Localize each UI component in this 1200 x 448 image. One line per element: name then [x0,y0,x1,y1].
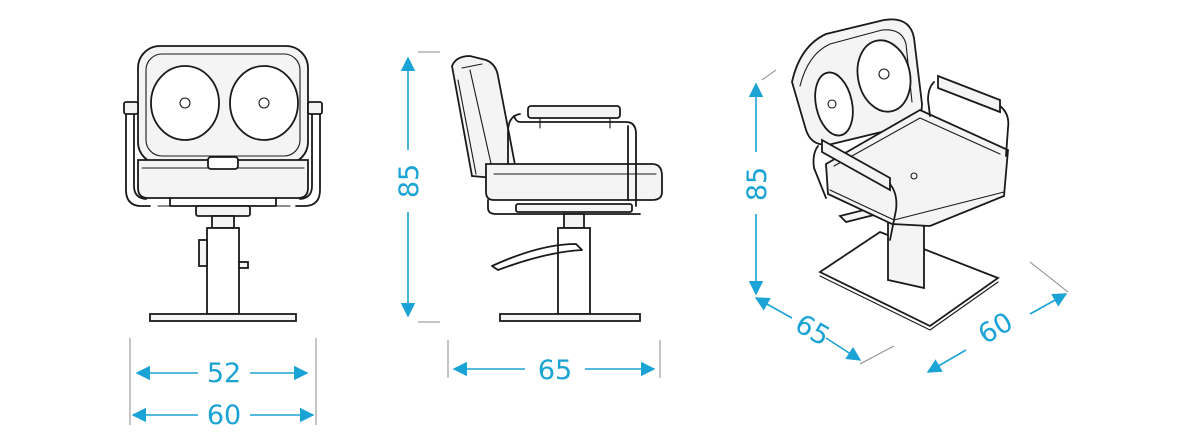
side-base [491,203,641,322]
front-inner-width-label: 52 [207,358,241,389]
front-view [123,45,323,322]
side-seat [485,163,663,215]
front-base [149,215,297,322]
front-dimensions: 52 60 [129,338,317,431]
perspective-armrests [812,74,1010,241]
perspective-backrest [791,18,923,146]
perspective-height-label: 85 [742,167,773,201]
perspective-depth-label: 65 [790,309,835,353]
front-armrests [123,101,323,207]
side-armrest [507,105,637,207]
side-view [451,55,663,322]
side-backrest [451,55,518,179]
front-backrest [137,45,309,165]
side-height-label: 85 [394,164,425,198]
perspective-seat [825,108,1009,227]
perspective-width-label: 60 [973,307,1018,351]
side-depth-label: 65 [538,355,572,386]
front-seat [137,156,309,217]
side-dimensions: 85 65 [394,51,661,386]
perspective-view [791,18,1010,331]
front-outer-width-label: 60 [207,400,241,431]
